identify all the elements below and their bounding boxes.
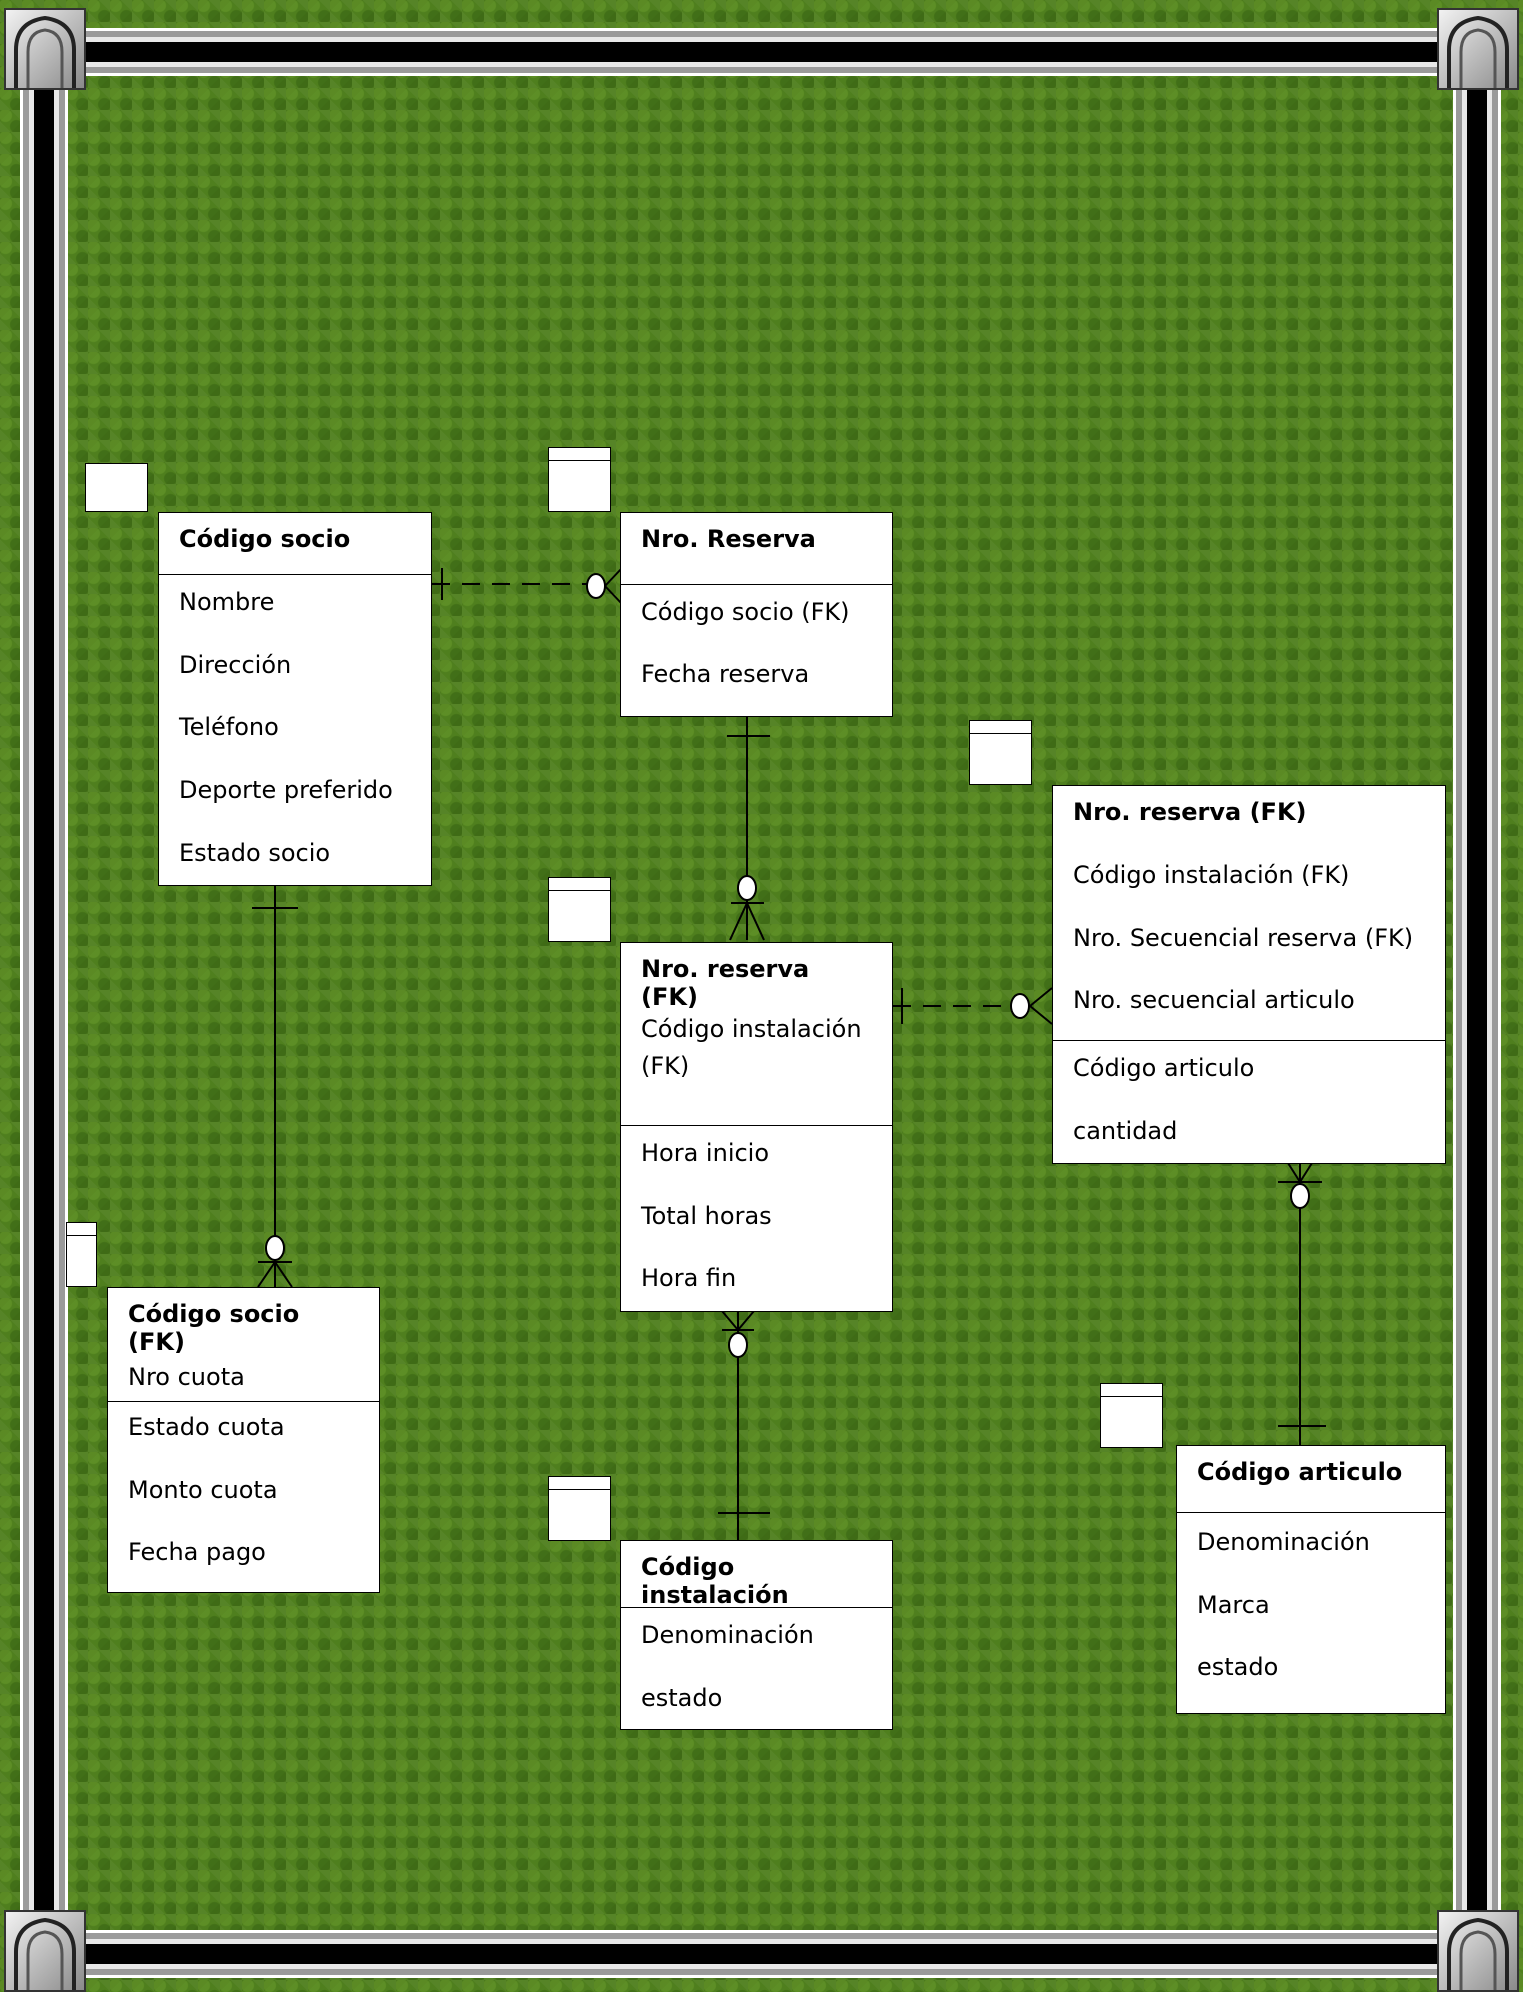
entity-tag-instalacion bbox=[548, 1476, 611, 1541]
entity-attribute: Estado socio bbox=[179, 839, 331, 867]
entity-attribute: Dirección bbox=[179, 651, 292, 679]
frame-corner-bottom-right bbox=[1437, 1910, 1519, 1992]
entity-attribute: Código socio (FK) bbox=[641, 598, 850, 626]
frame-top-border bbox=[20, 28, 1503, 76]
entity-detalle-articulo-key: Nro. reserva (FK) bbox=[1073, 798, 1307, 826]
entity-instalacion-key: Código instalación bbox=[641, 1553, 789, 1609]
entity-attribute: Hora inicio bbox=[641, 1139, 770, 1167]
entity-cuota: Código socio (FK) Nro cuota Estado cuota… bbox=[107, 1287, 380, 1593]
entity-attribute: Nombre bbox=[179, 588, 275, 616]
entity-reserva-key: Nro. Reserva bbox=[641, 525, 816, 553]
entity-attribute: Marca bbox=[1197, 1591, 1270, 1619]
entity-key-attribute: Nro cuota bbox=[128, 1363, 245, 1391]
entity-attribute: Fecha pago bbox=[128, 1538, 266, 1566]
entity-socio-key: Código socio bbox=[179, 525, 351, 553]
entity-attribute: cantidad bbox=[1073, 1117, 1178, 1145]
entity-tag-detalle-articulo bbox=[969, 720, 1032, 785]
entity-key-attribute: Código instalación (FK) bbox=[641, 1015, 862, 1080]
entity-attribute: estado bbox=[1197, 1653, 1279, 1681]
frame-left-border bbox=[20, 20, 68, 1992]
entity-attribute: Fecha reserva bbox=[641, 660, 810, 688]
entity-attribute: Monto cuota bbox=[128, 1476, 278, 1504]
entity-tag-detalle-reserva bbox=[548, 877, 611, 942]
frame-right-border bbox=[1453, 20, 1501, 1992]
entity-articulo: Código articulo Denominación Marca estad… bbox=[1176, 1445, 1446, 1714]
entity-attribute: Deporte preferido bbox=[179, 776, 393, 804]
entity-attribute: Teléfono bbox=[179, 713, 279, 741]
entity-attribute: Hora fin bbox=[641, 1264, 737, 1292]
entity-attribute: Denominación bbox=[1197, 1528, 1370, 1556]
entity-tag-articulo bbox=[1100, 1383, 1163, 1448]
entity-detalle-articulo: Nro. reserva (FK) Código instalación (FK… bbox=[1052, 785, 1446, 1164]
entity-tag-cuota bbox=[66, 1222, 97, 1287]
entity-detalle-reserva-key: Nro. reserva (FK) bbox=[641, 955, 810, 1011]
entity-attribute: Denominación bbox=[641, 1621, 814, 1649]
entity-tag-socio bbox=[85, 463, 148, 512]
entity-attribute: Estado cuota bbox=[128, 1413, 285, 1441]
entity-detalle-reserva: Nro. reserva (FK) Código instalación (FK… bbox=[620, 942, 893, 1312]
entity-key-attribute: Nro. secuencial articulo bbox=[1073, 986, 1355, 1014]
frame-bottom-border bbox=[20, 1930, 1503, 1978]
entity-reserva: Nro. Reserva Código socio (FK) Fecha res… bbox=[620, 512, 893, 717]
entity-attribute: Código articulo bbox=[1073, 1054, 1255, 1082]
entity-key-attribute: Nro. Secuencial reserva (FK) bbox=[1073, 924, 1414, 952]
frame-corner-top-left bbox=[4, 8, 86, 90]
entity-key-attribute: Código instalación (FK) bbox=[1073, 861, 1350, 889]
frame-corner-bottom-left bbox=[4, 1910, 86, 1992]
entity-attribute: Total horas bbox=[641, 1202, 772, 1230]
entity-articulo-key: Código articulo bbox=[1197, 1458, 1403, 1486]
entity-tag-reserva bbox=[548, 447, 611, 512]
entity-attribute: estado bbox=[641, 1684, 723, 1712]
entity-cuota-key: Código socio (FK) bbox=[128, 1300, 300, 1356]
entity-socio: Código socio Nombre Dirección Teléfono D… bbox=[158, 512, 432, 886]
entity-instalacion: Código instalación Denominación estado bbox=[620, 1540, 893, 1730]
frame-corner-top-right bbox=[1437, 8, 1519, 90]
